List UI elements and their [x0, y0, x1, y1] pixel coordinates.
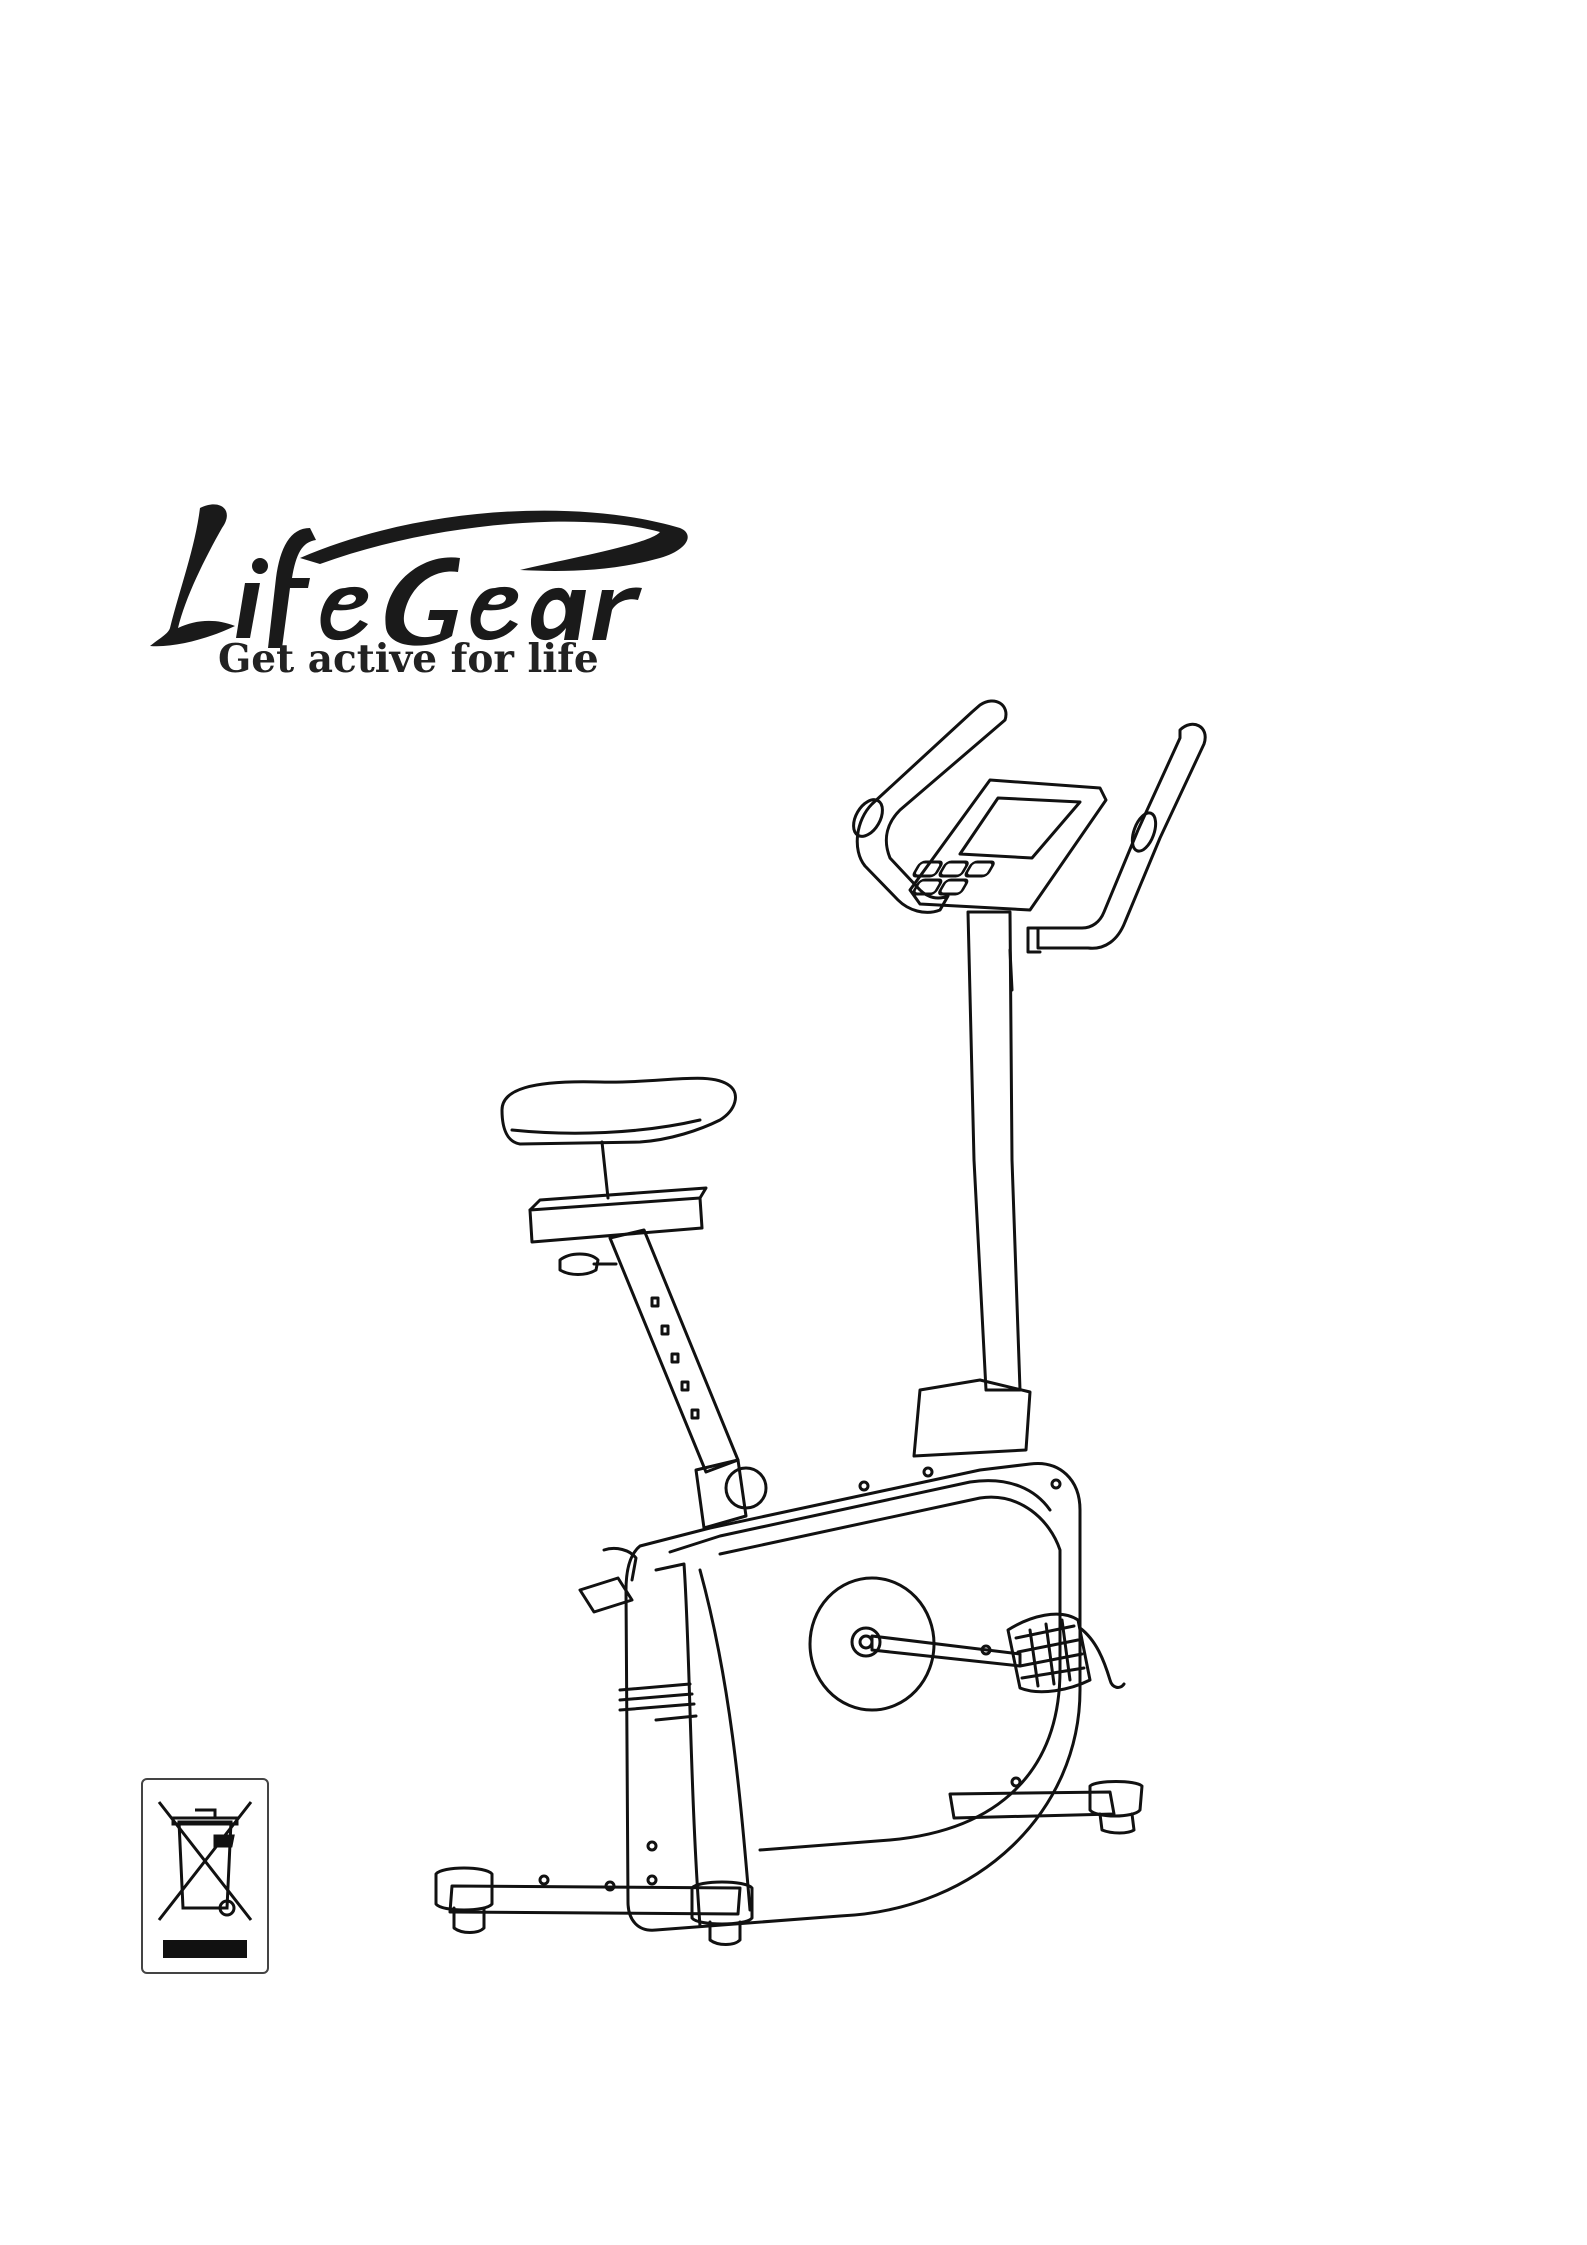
crank-arm: [872, 1636, 1020, 1666]
console-screen: [960, 798, 1080, 858]
console-button: [965, 862, 995, 876]
seat: [502, 1078, 735, 1144]
weee-symbol: [141, 1778, 269, 1974]
crossed-out-wheeled-bin-icon: [143, 1780, 267, 1972]
rear-foot-cap-left: [436, 1868, 492, 1910]
console-button: [939, 862, 969, 876]
front-foot-cap: [1090, 1782, 1142, 1817]
console-button: [938, 880, 968, 894]
brand-tagline: Get active for life: [218, 636, 638, 682]
seat-post: [610, 1230, 738, 1472]
pedal-left: [580, 1578, 632, 1612]
handlebar-right: [1038, 724, 1205, 948]
exercise-bike-illustration: [420, 690, 1240, 1980]
lifegear-logo: [140, 488, 700, 658]
seat-adjust-knob: [726, 1468, 766, 1508]
flywheel-cover: [626, 1463, 1080, 1930]
